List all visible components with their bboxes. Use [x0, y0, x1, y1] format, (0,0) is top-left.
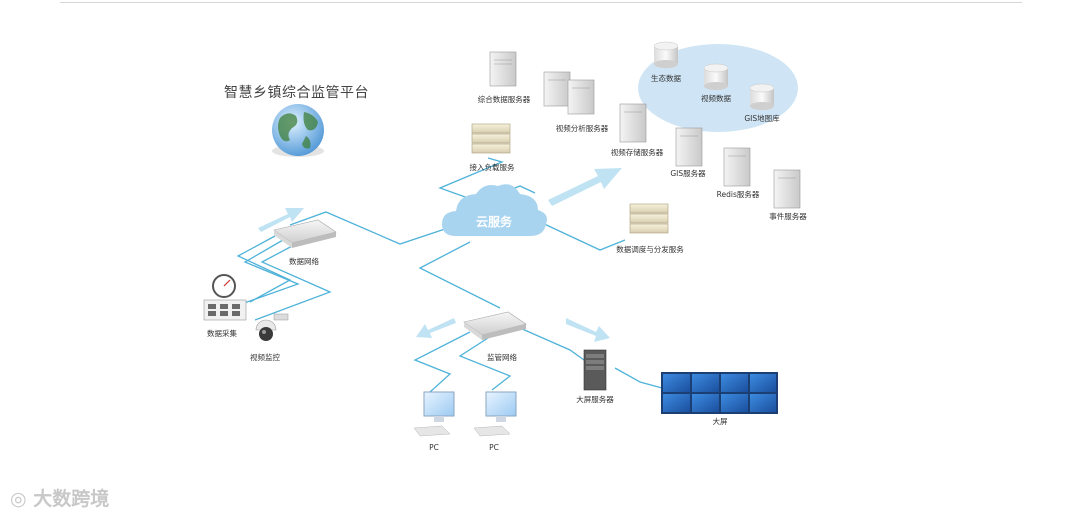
- dome-camera-icon: [255, 313, 289, 341]
- label-gis-server: GIS服务器: [670, 168, 706, 178]
- server-video-analysis-icon: [543, 71, 595, 115]
- label-big-screen-server: 大屏服务器: [576, 394, 614, 404]
- flow-arrows: [258, 168, 622, 342]
- label-db-gis: GIS地图库: [744, 113, 780, 123]
- top-divider: [60, 2, 1022, 3]
- database-eco-icon: [653, 41, 679, 68]
- arrow-up-right: [548, 168, 622, 206]
- label-video-monitor: 视频监控: [250, 352, 280, 362]
- arrow-supervision-left: [416, 318, 456, 338]
- cloud-label: 云服务: [476, 214, 513, 229]
- pc-1-icon: [413, 391, 455, 437]
- pc-2-icon: [473, 391, 517, 437]
- label-integrated-server: 综合数据服务器: [478, 94, 531, 104]
- label-access-lb: 接入负载服务: [470, 162, 515, 172]
- globe-icon: [272, 104, 324, 157]
- server-event-icon: [773, 169, 801, 209]
- label-event-server: 事件服务器: [769, 211, 807, 221]
- server-integrated-icon: [489, 51, 517, 87]
- watermark-logo-icon: ◎: [10, 488, 27, 510]
- label-pc-2: PC: [489, 443, 499, 452]
- tower-servers: [489, 51, 801, 209]
- server-video-storage-icon: [619, 103, 647, 143]
- access-lb-rack-icon: [471, 123, 511, 154]
- server-gis-icon: [675, 127, 703, 167]
- label-db-video: 视频数据: [701, 93, 731, 103]
- dispatch-rack-icon: [629, 203, 669, 234]
- label-db-eco: 生态数据: [651, 73, 681, 83]
- label-data-collection: 数据采集: [207, 328, 237, 338]
- label-supervision-network: 监管网络: [487, 352, 517, 362]
- label-big-screen: 大屏: [713, 416, 728, 426]
- database-gis-icon: [749, 83, 775, 110]
- server-redis-icon: [723, 147, 751, 187]
- watermark-text: 大数跨境: [33, 488, 110, 510]
- database-video-icon: [703, 63, 729, 90]
- label-video-storage-server: 视频存储服务器: [611, 147, 664, 157]
- label-dispatch: 数据调度与分发服务: [616, 244, 684, 254]
- network-links: [229, 157, 663, 393]
- data-collection-icon: [203, 274, 247, 321]
- data-network-switch-icon: [273, 219, 337, 248]
- arrow-data-network: [258, 208, 304, 232]
- label-pc-1: PC: [429, 443, 439, 452]
- supervision-network-switch-icon: [463, 311, 527, 340]
- watermark: ◎ 大数跨境: [10, 484, 109, 511]
- video-wall-icon: [661, 372, 778, 414]
- big-screen-server-icon: [583, 349, 607, 391]
- diagram-title: 智慧乡镇综合监管平台: [224, 85, 369, 101]
- cloud-service-icon: 云服务: [442, 184, 547, 236]
- label-data-network: 数据网络: [289, 256, 319, 266]
- arrow-supervision-right: [566, 318, 610, 342]
- label-redis-server: Redis服务器: [717, 189, 760, 199]
- label-video-analysis-server: 视频分析服务器: [556, 123, 609, 133]
